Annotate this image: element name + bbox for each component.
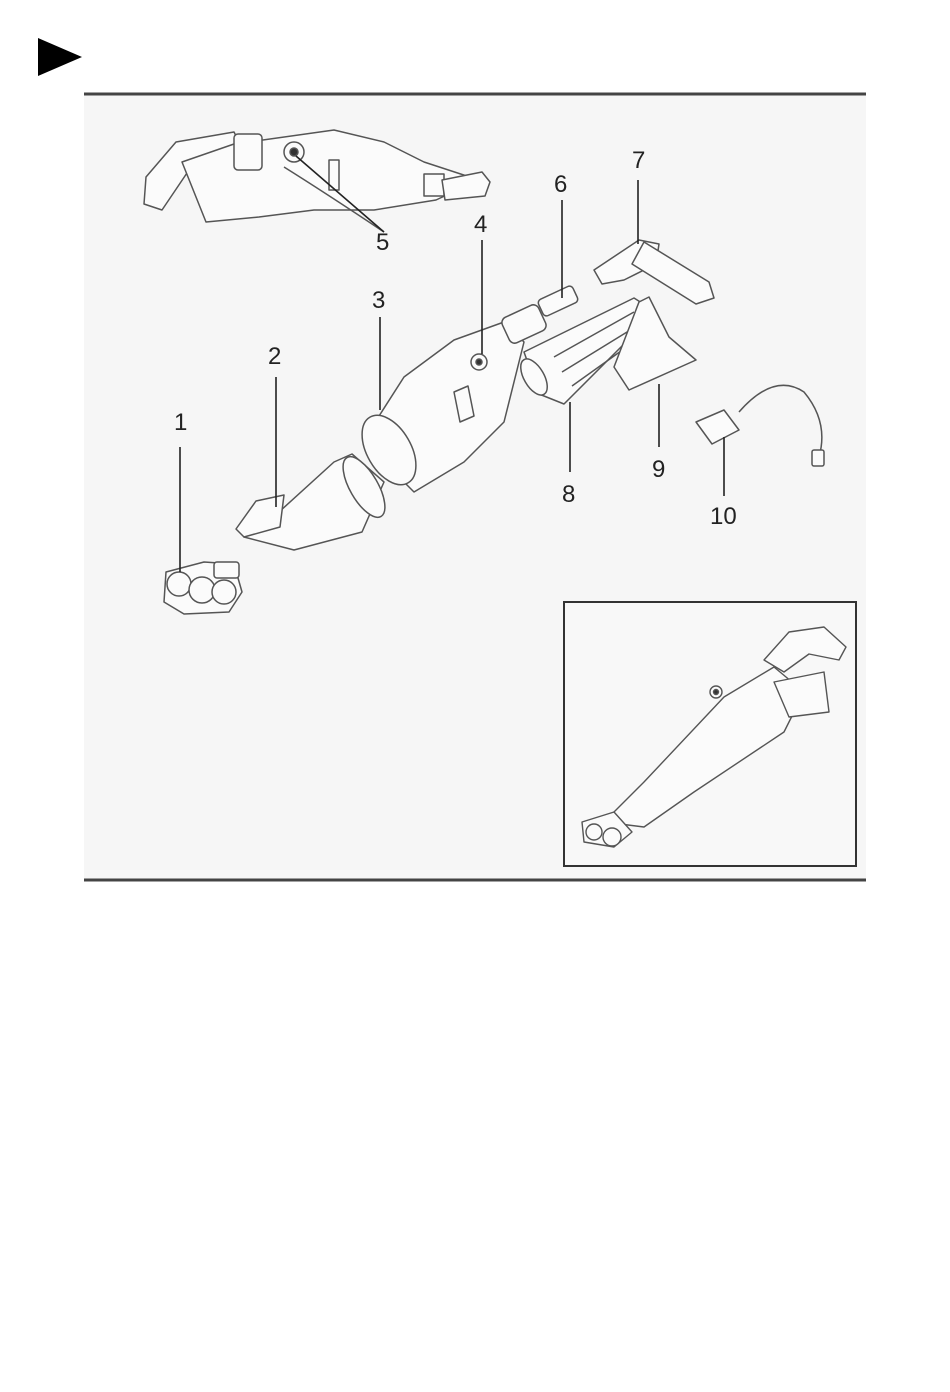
callout-1: 1: [174, 409, 187, 436]
callout-7: 7: [632, 147, 645, 174]
callout-5: 5: [376, 229, 389, 256]
callout-2: 2: [268, 343, 281, 370]
section-marker-icon: [38, 38, 84, 78]
callout-4: 4: [474, 211, 487, 238]
assembled-view-inset: [564, 602, 856, 866]
callout-6: 6: [554, 171, 567, 198]
exploded-view-figure: 1 2 3 4 5 6 7 8 9 10: [84, 92, 866, 882]
callout-10: 10: [710, 503, 737, 530]
callout-9: 9: [652, 456, 665, 483]
callout-3: 3: [372, 287, 385, 314]
part-1-floor-nozzle: [164, 562, 242, 614]
callout-8: 8: [562, 481, 575, 508]
